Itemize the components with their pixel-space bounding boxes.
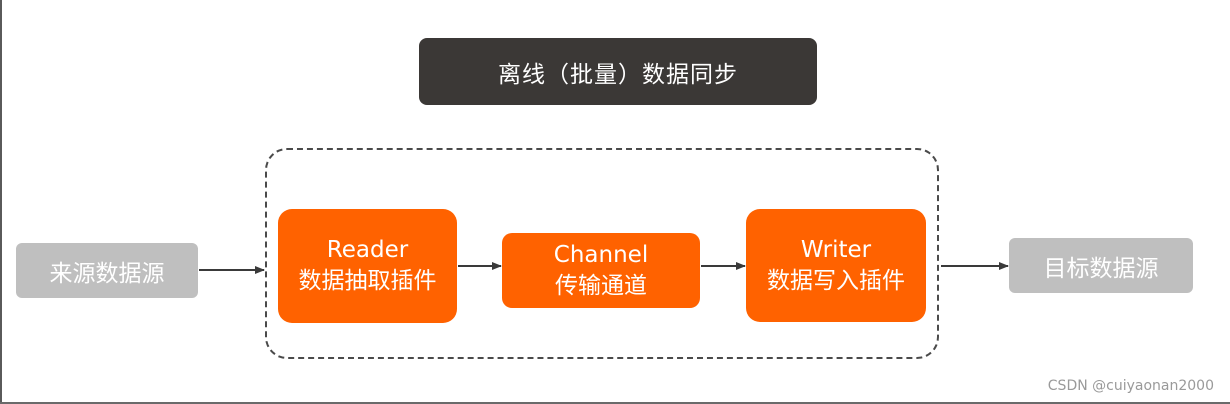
reader-node: Reader 数据抽取插件	[278, 209, 457, 323]
channel-node: Channel 传输通道	[502, 233, 700, 308]
channel-name: Channel	[553, 241, 649, 268]
target-datasource-node: 目标数据源	[1009, 238, 1193, 293]
watermark: CSDN @cuiyaonan2000	[1047, 378, 1214, 394]
reader-name: Reader	[326, 237, 409, 263]
sync-pipeline-group	[265, 148, 939, 359]
left-border	[0, 0, 2, 404]
reader-desc: 数据抽取插件	[298, 268, 437, 294]
writer-node: Writer 数据写入插件	[746, 209, 926, 322]
writer-name: Writer	[800, 236, 872, 263]
channel-desc: 传输通道	[555, 272, 647, 299]
writer-desc: 数据写入插件	[767, 267, 905, 294]
bottom-border	[0, 402, 1230, 404]
diagram-title: 离线（批量）数据同步	[419, 38, 817, 105]
source-datasource-node: 来源数据源	[16, 243, 198, 298]
